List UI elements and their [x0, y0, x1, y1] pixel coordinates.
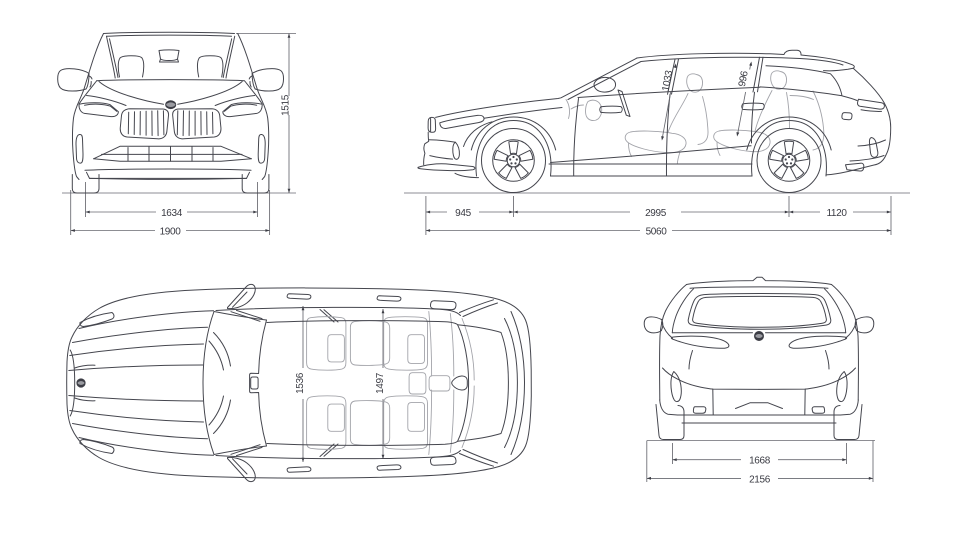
svg-text:2156: 2156 [749, 474, 771, 485]
svg-text:1033: 1033 [661, 69, 676, 92]
svg-text:1900: 1900 [160, 227, 182, 238]
svg-text:1515: 1515 [281, 94, 292, 116]
svg-text:1120: 1120 [826, 208, 847, 219]
svg-text:2995: 2995 [645, 208, 667, 219]
svg-text:945: 945 [455, 208, 471, 219]
svg-text:1497: 1497 [375, 372, 386, 394]
svg-text:5060: 5060 [646, 227, 668, 238]
svg-text:1634: 1634 [161, 208, 183, 219]
svg-text:1536: 1536 [295, 372, 306, 394]
svg-text:1668: 1668 [749, 456, 771, 467]
svg-text:996: 996 [737, 69, 751, 87]
